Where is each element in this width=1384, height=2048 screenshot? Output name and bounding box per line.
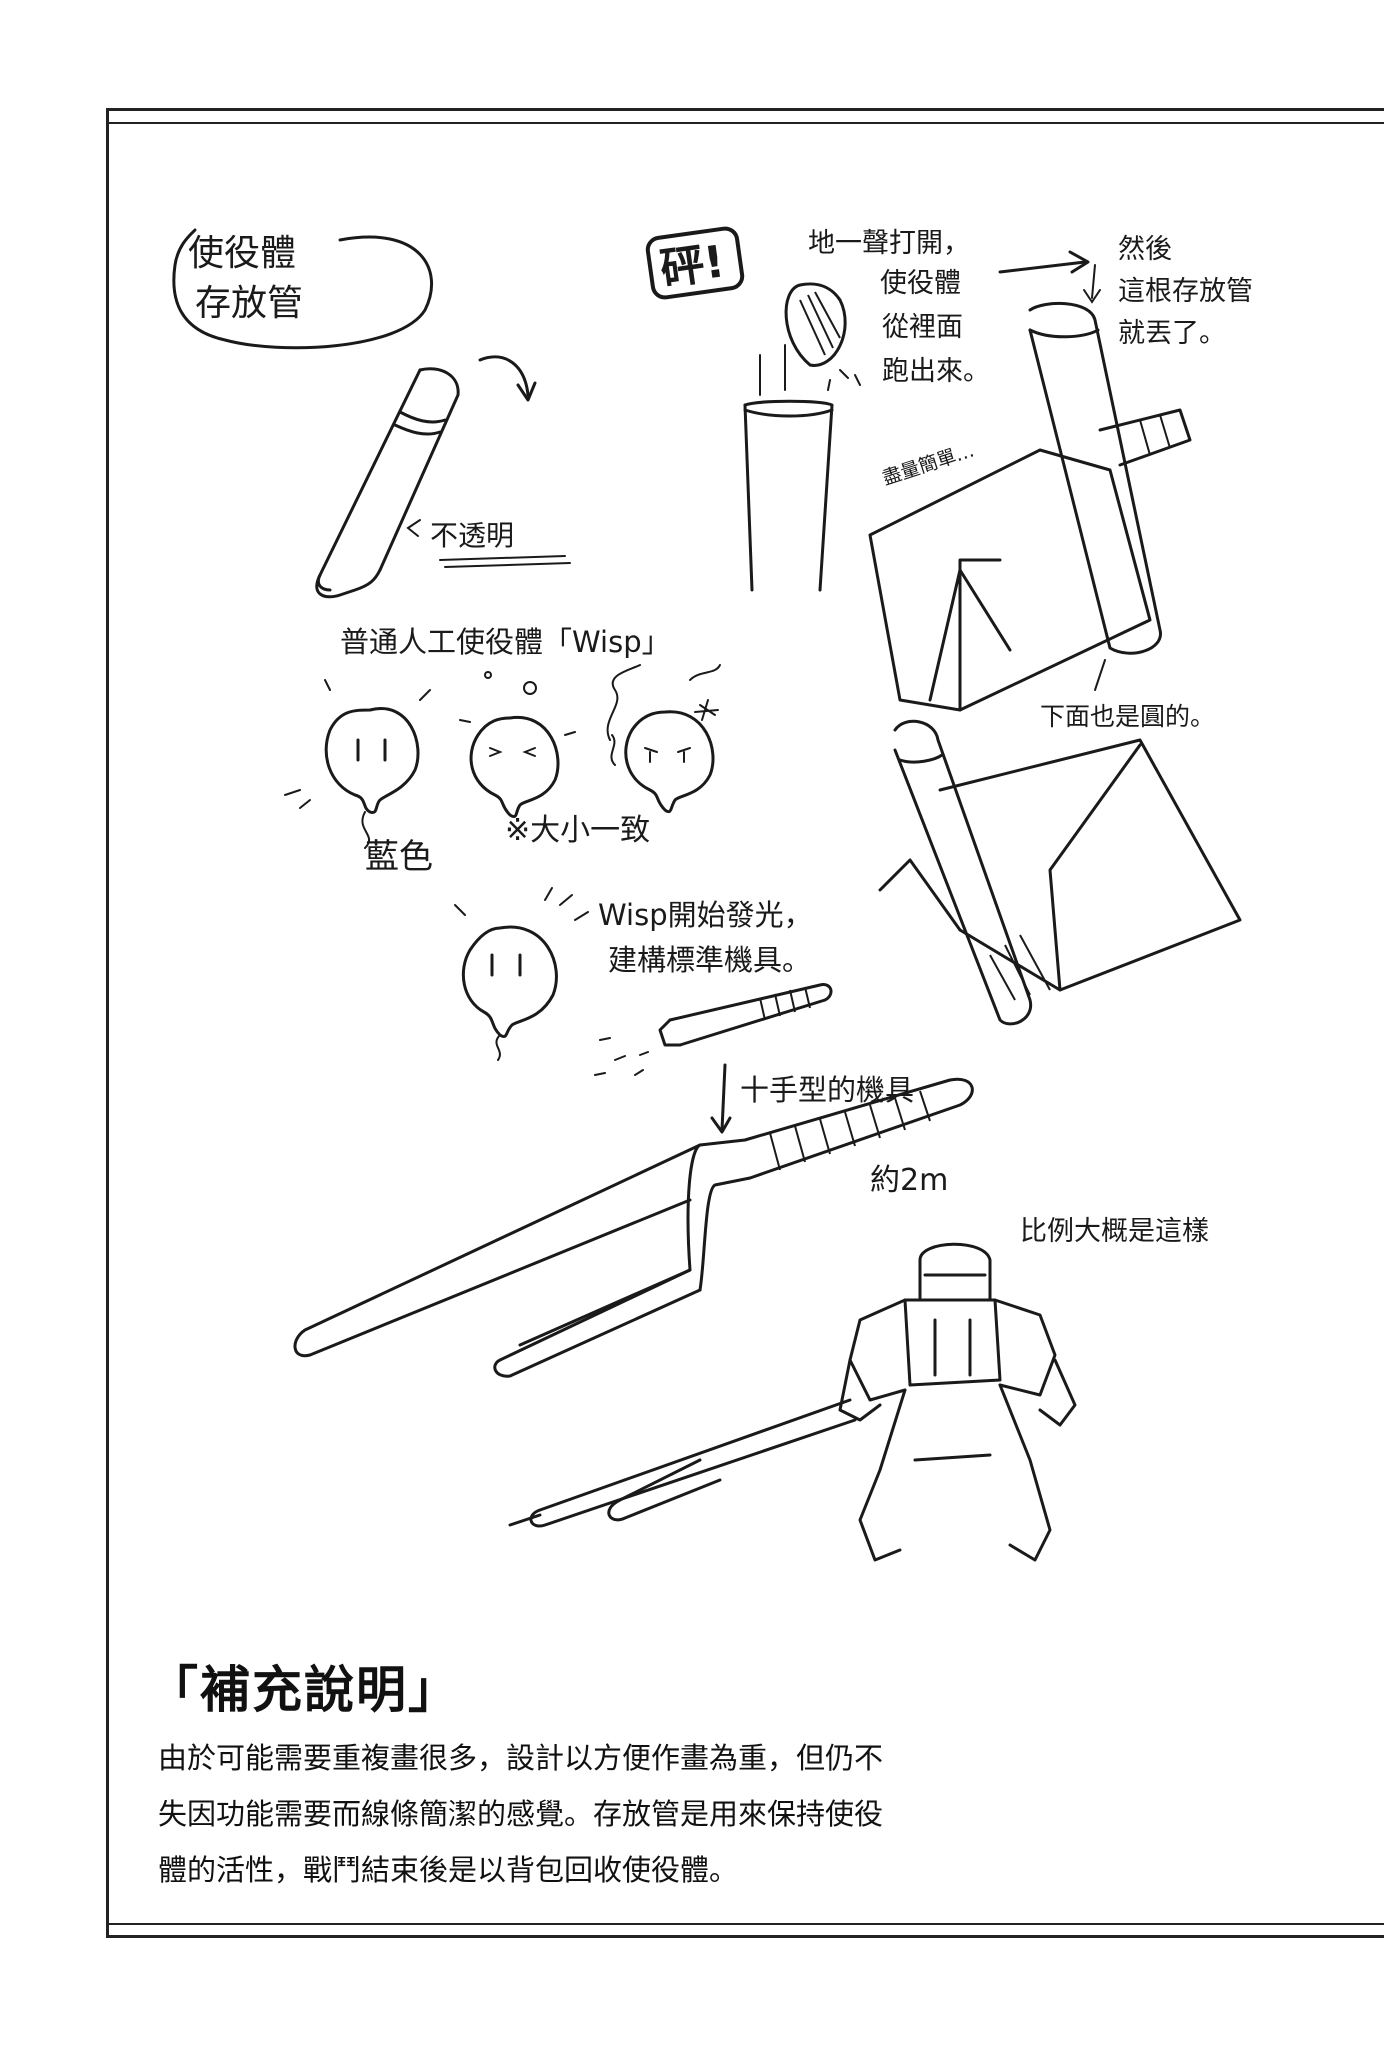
tube-title-line2: 存放管 [195, 283, 303, 324]
frame-corner-top [106, 108, 109, 124]
robot-figure [508, 1242, 1077, 1562]
then-line1: 然後 [1118, 234, 1172, 265]
wisp-angry [606, 664, 721, 814]
frame-corner-bottom [106, 1923, 109, 1938]
down-arrow [720, 1063, 727, 1132]
wisp-header: 普通人工使役體「Wisp」 [340, 625, 671, 659]
right-arrow [998, 260, 1087, 274]
then-arrow [1083, 264, 1101, 304]
open-line2: 使役體 [880, 268, 961, 299]
bang-label: 砰! [657, 236, 728, 295]
note-body: 由於可能需要重複畫很多，設計以方便作畫為重，但仍不 失因功能需要而線條簡潔的感覺… [158, 1730, 958, 1898]
note-line: 體的活性，戰鬥結束後是以背包回收使役體。 [158, 1853, 739, 1887]
note-title: 「補充說明」 [148, 1660, 460, 1719]
storage-tube [315, 367, 460, 599]
opaque-label: 不透明 [430, 519, 514, 552]
blue-label: 藍色 [365, 837, 433, 877]
bang-effect: 砰! [645, 226, 745, 300]
wisp-calm [284, 679, 431, 849]
open-line3: 從裡面 [882, 312, 963, 343]
same-size-label: ※大小一致 [505, 813, 650, 848]
open-tube [743, 344, 834, 592]
wisp-glow-line2: 建構標準機具。 [608, 943, 811, 977]
note-line: 由於可能需要重複畫很多，設計以方便作畫為重，但仍不 [158, 1741, 884, 1775]
frame-left [106, 122, 109, 1925]
then-line2: 這根存放管 [1118, 276, 1253, 307]
backpack-top [868, 301, 1192, 712]
simple-label: 盡量簡單… [880, 439, 977, 489]
bottom-round-label: 下面也是圓的。 [1040, 702, 1215, 731]
open-line1: 地一聲打開， [808, 228, 970, 259]
frame-bottom-outer [106, 1935, 1384, 1938]
wisp-happy [459, 671, 576, 819]
opaque-arrow [406, 519, 421, 537]
tube-title-line1: 使役體 [188, 233, 296, 274]
wisp-glow-line1: Wisp開始發光， [598, 898, 813, 932]
rotate-arrow [478, 355, 530, 397]
length-label: 約2m [870, 1163, 948, 1198]
then-line3: 就丟了。 [1118, 318, 1226, 349]
open-line4: 跑出來。 [882, 356, 990, 387]
wisp-glowing [454, 887, 589, 1061]
tube-lid [784, 282, 861, 391]
cross-tool-label: 十手型的機具 [740, 1073, 914, 1107]
note-line: 失因功能需要而線條簡潔的感覺。存放管是用來保持使役 [158, 1797, 884, 1831]
frame-top-outer [106, 108, 1384, 111]
sketch-area: 使役體 存放管 不透明 普通人工使役體「Wisp」 藍色 ※大小一致 [172, 226, 1253, 1562]
cross-tool [293, 1077, 974, 1378]
tool-emerging [594, 983, 833, 1076]
frame-bottom-inner [106, 1923, 1384, 1925]
scale-label: 比例大概是這樣 [1020, 1216, 1209, 1247]
title-bubble [172, 228, 434, 350]
frame-top-inner [106, 122, 1384, 124]
backpack-bottom [878, 719, 1242, 1026]
